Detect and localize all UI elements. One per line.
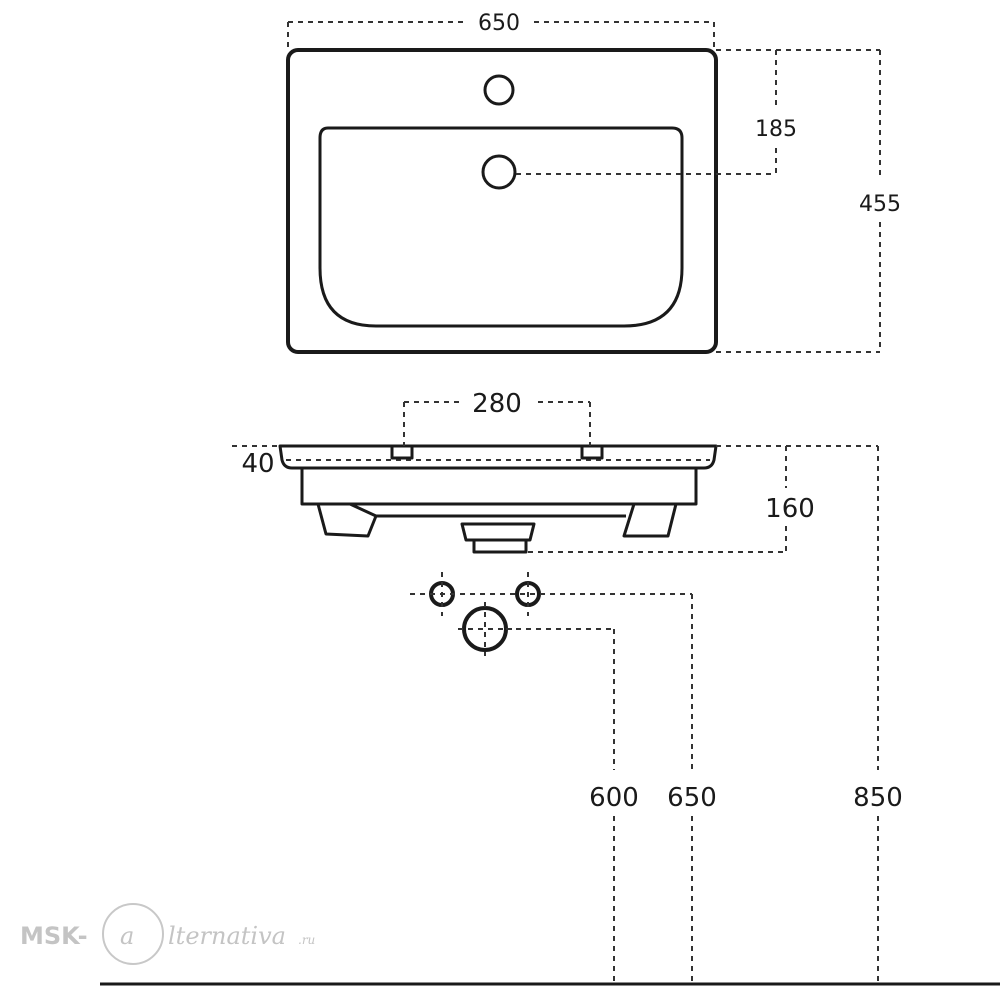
at-sign-icon xyxy=(102,903,164,965)
dim-tap-to-drain-label: 185 xyxy=(755,117,797,142)
tap-hole xyxy=(483,74,515,106)
dim-tap-spacing-label: 280 xyxy=(472,389,522,419)
front-view xyxy=(278,444,718,554)
basin-bowl-outline xyxy=(318,126,684,328)
countertop-outline-top xyxy=(286,48,718,354)
dim-basin-height: 160 xyxy=(528,445,815,553)
dim-drain-height-label: 600 xyxy=(589,783,639,813)
dim-tap-spacing: 280 xyxy=(403,389,591,446)
right-support xyxy=(622,503,678,538)
left-support xyxy=(316,502,378,538)
dim-drain-height: 600 xyxy=(506,628,639,982)
dim-basin-height-label: 160 xyxy=(765,494,815,524)
dim-slab-thickness-label: 40 xyxy=(241,449,274,479)
dim-tap-to-drain: 185 xyxy=(516,49,797,175)
dim-top-depth: 455 xyxy=(716,49,901,353)
watermark-prefix: MSK- xyxy=(20,922,88,950)
dim-supply-height-label: 650 xyxy=(667,783,717,813)
drain-outlet xyxy=(460,522,536,554)
watermark-tld: .ru xyxy=(298,933,315,947)
dim-top-depth-label: 455 xyxy=(859,192,901,217)
dim-top-width: 650 xyxy=(287,11,715,48)
dim-slab-thickness: 40 xyxy=(232,445,280,479)
watermark-suffix: lternativa xyxy=(168,922,286,950)
dim-total-height: 850 xyxy=(716,445,903,982)
drain-hole xyxy=(481,154,517,190)
countertop-slab xyxy=(278,444,718,470)
dim-supply-height: 650 xyxy=(540,593,717,982)
basin-body xyxy=(300,468,698,506)
dim-top-width-label: 650 xyxy=(478,11,520,36)
water-connections xyxy=(410,572,556,656)
top-view xyxy=(286,48,718,354)
svg-text:a: a xyxy=(120,922,134,950)
dim-total-height-label: 850 xyxy=(853,783,903,813)
watermark-logo: MSK- a lternativa .ru xyxy=(20,903,315,965)
